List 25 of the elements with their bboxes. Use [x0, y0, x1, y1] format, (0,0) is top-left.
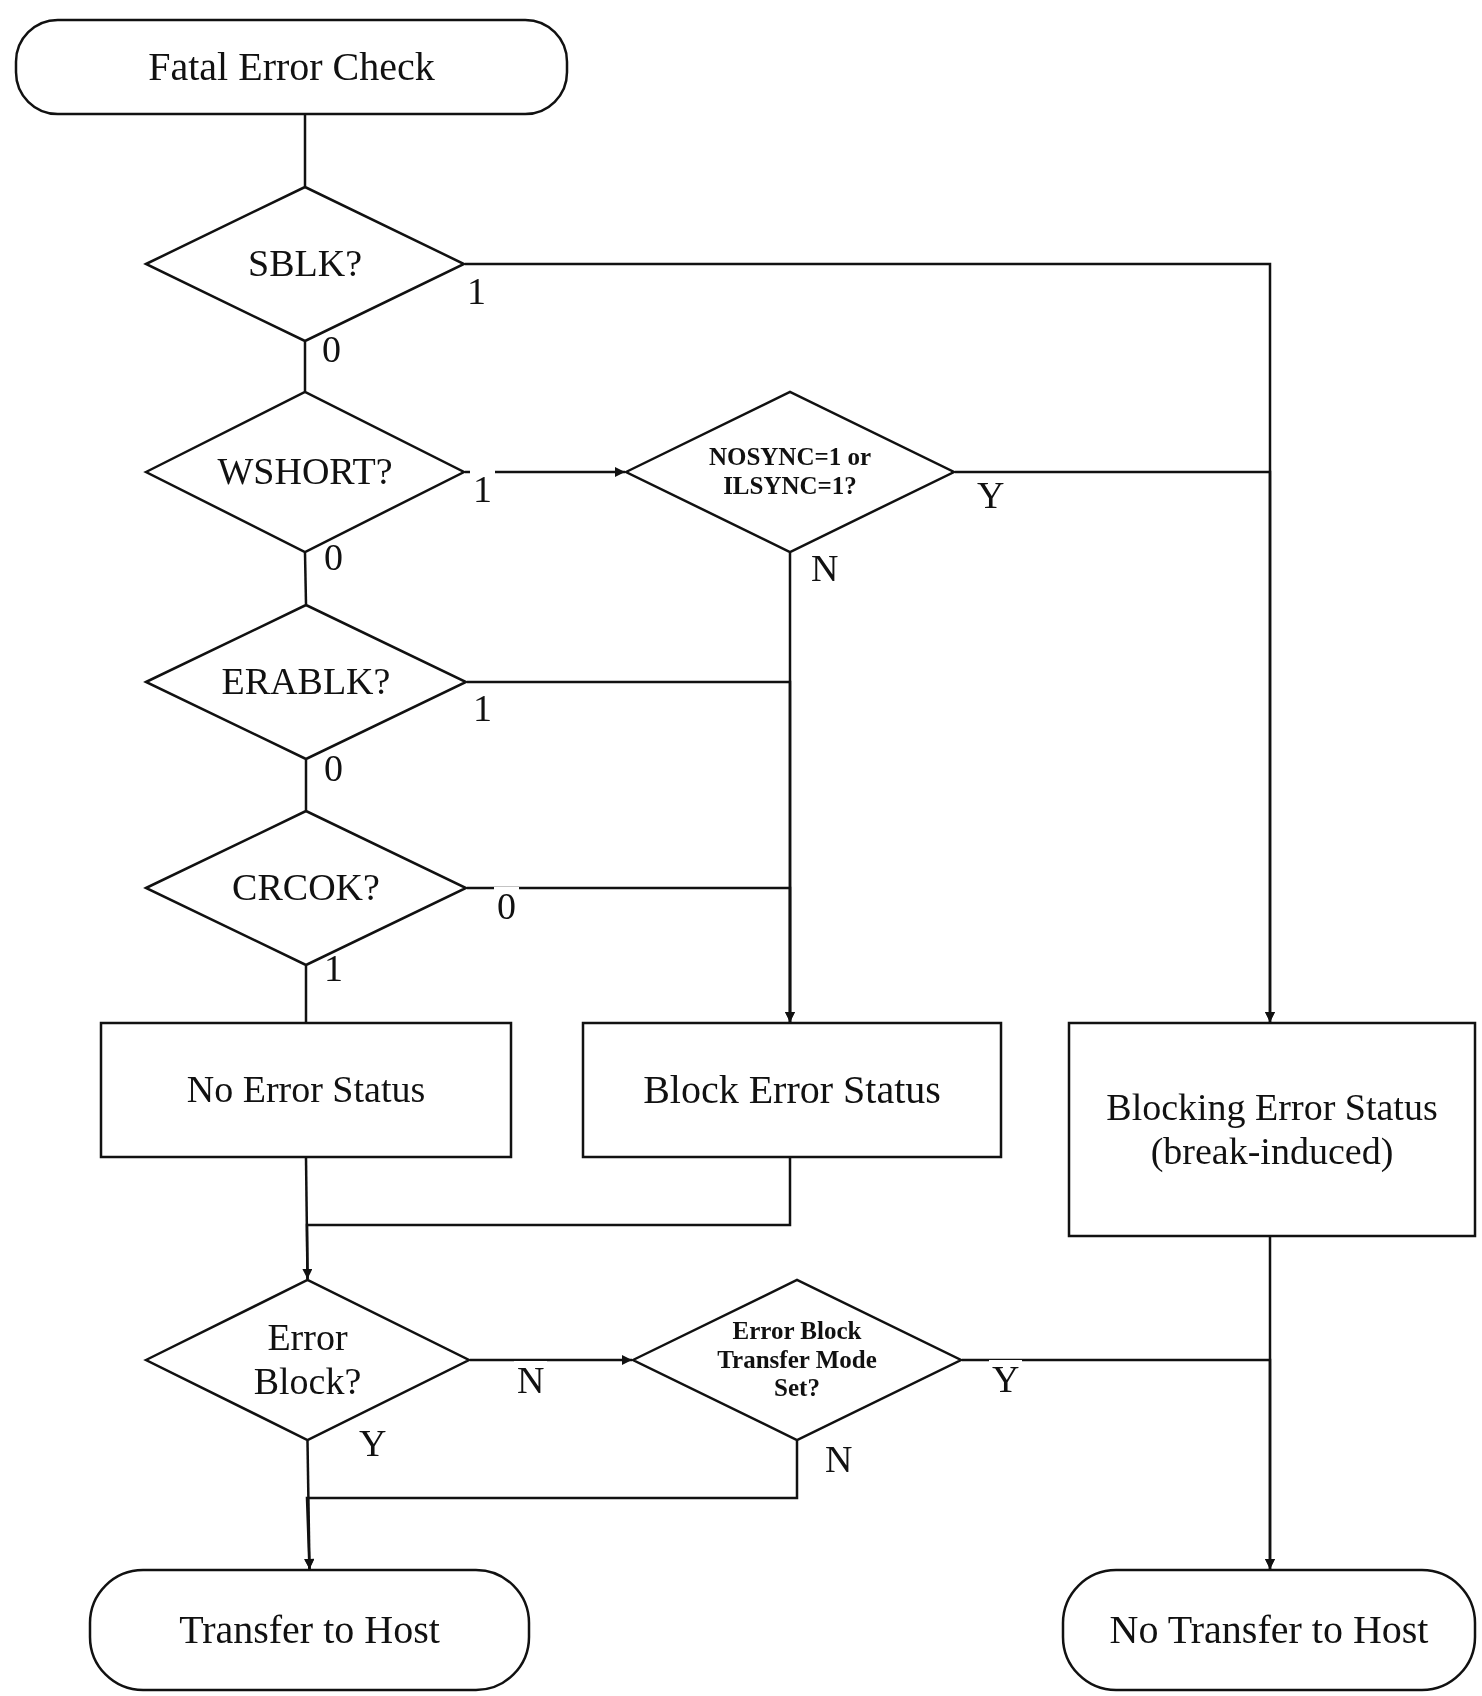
connector-arrow: [1265, 1237, 1275, 1569]
node-text: Error Block?: [252, 1316, 363, 1404]
node-text: No Error Status: [186, 1068, 426, 1112]
decision-diamond: [632, 1279, 962, 1441]
node-text: Transfer to Host: [179, 1607, 440, 1653]
connector-arrow: [470, 1355, 632, 1365]
node-text: Blocking Error Status (break-induced): [1105, 1085, 1439, 1174]
terminal-shape: [15, 19, 568, 115]
process-box: [1068, 1022, 1476, 1237]
node-text: Block Error Status: [643, 1067, 941, 1113]
node-text: SBLK?: [248, 242, 362, 286]
connector-arrow: [304, 1441, 799, 1570]
node-text: CRCOK?: [232, 866, 380, 910]
node-text: No Transfer to Host: [1109, 1607, 1429, 1653]
node-text: WSHORT?: [217, 450, 393, 494]
connector-arrow: [467, 886, 795, 1022]
process-box: [100, 1022, 512, 1158]
connector-arrow: [302, 1158, 792, 1279]
decision-diamond: [625, 391, 955, 553]
process-box: [582, 1022, 1002, 1158]
node-text: NOSYNC=1 or ILSYNC=1?: [707, 443, 873, 501]
node-text: Fatal Error Check: [148, 44, 435, 90]
connector-arrow: [955, 470, 1275, 1022]
node-text: ERABLK?: [221, 660, 391, 704]
node-text: Error Block Transfer Mode Set?: [716, 1316, 878, 1404]
